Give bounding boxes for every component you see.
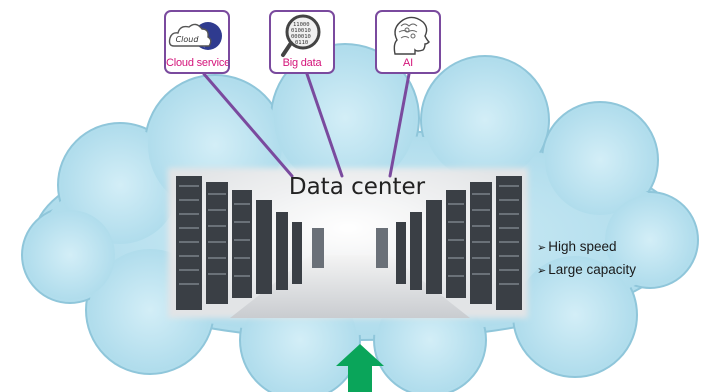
- feature-text: Large capacity: [548, 262, 637, 277]
- service-label-big-data: Big data: [282, 57, 322, 69]
- arrow-bullet-icon: ➢: [537, 242, 547, 254]
- magnifier-binary-icon: 11000 010010 000010 0110: [271, 12, 333, 60]
- connector-big-data: [305, 72, 344, 178]
- connector-ai: [388, 72, 411, 178]
- svg-text:000010: 000010: [291, 34, 311, 40]
- svg-text:0110: 0110: [295, 40, 308, 46]
- service-label-cloud-services: Cloud services: [166, 57, 230, 69]
- service-box-ai: AI: [375, 10, 441, 74]
- feature-list: ➢ High speed ➢ Large capacity: [537, 235, 636, 281]
- service-box-cloud-services: Cloud Cloud services: [164, 10, 230, 74]
- cloud-icon-text: Cloud: [176, 35, 200, 44]
- svg-text:11000: 11000: [293, 22, 310, 28]
- up-arrow: [336, 344, 384, 392]
- connector-lines: [202, 72, 411, 178]
- feature-item: ➢ Large capacity: [537, 258, 636, 281]
- feature-text: High speed: [548, 239, 617, 254]
- feature-item: ➢ High speed: [537, 235, 636, 258]
- service-box-big-data: 11000 010010 000010 0110 Big data: [269, 10, 335, 74]
- arrow-bullet-icon: ➢: [537, 265, 547, 277]
- data-center-image: [168, 168, 528, 318]
- brain-head-icon: [377, 12, 439, 60]
- data-center-title: Data center: [288, 174, 426, 200]
- service-label-ai: AI: [403, 57, 413, 69]
- svg-text:010010: 010010: [291, 28, 311, 34]
- cloud-globe-icon: Cloud: [166, 12, 228, 60]
- connector-cloud-services: [202, 72, 294, 178]
